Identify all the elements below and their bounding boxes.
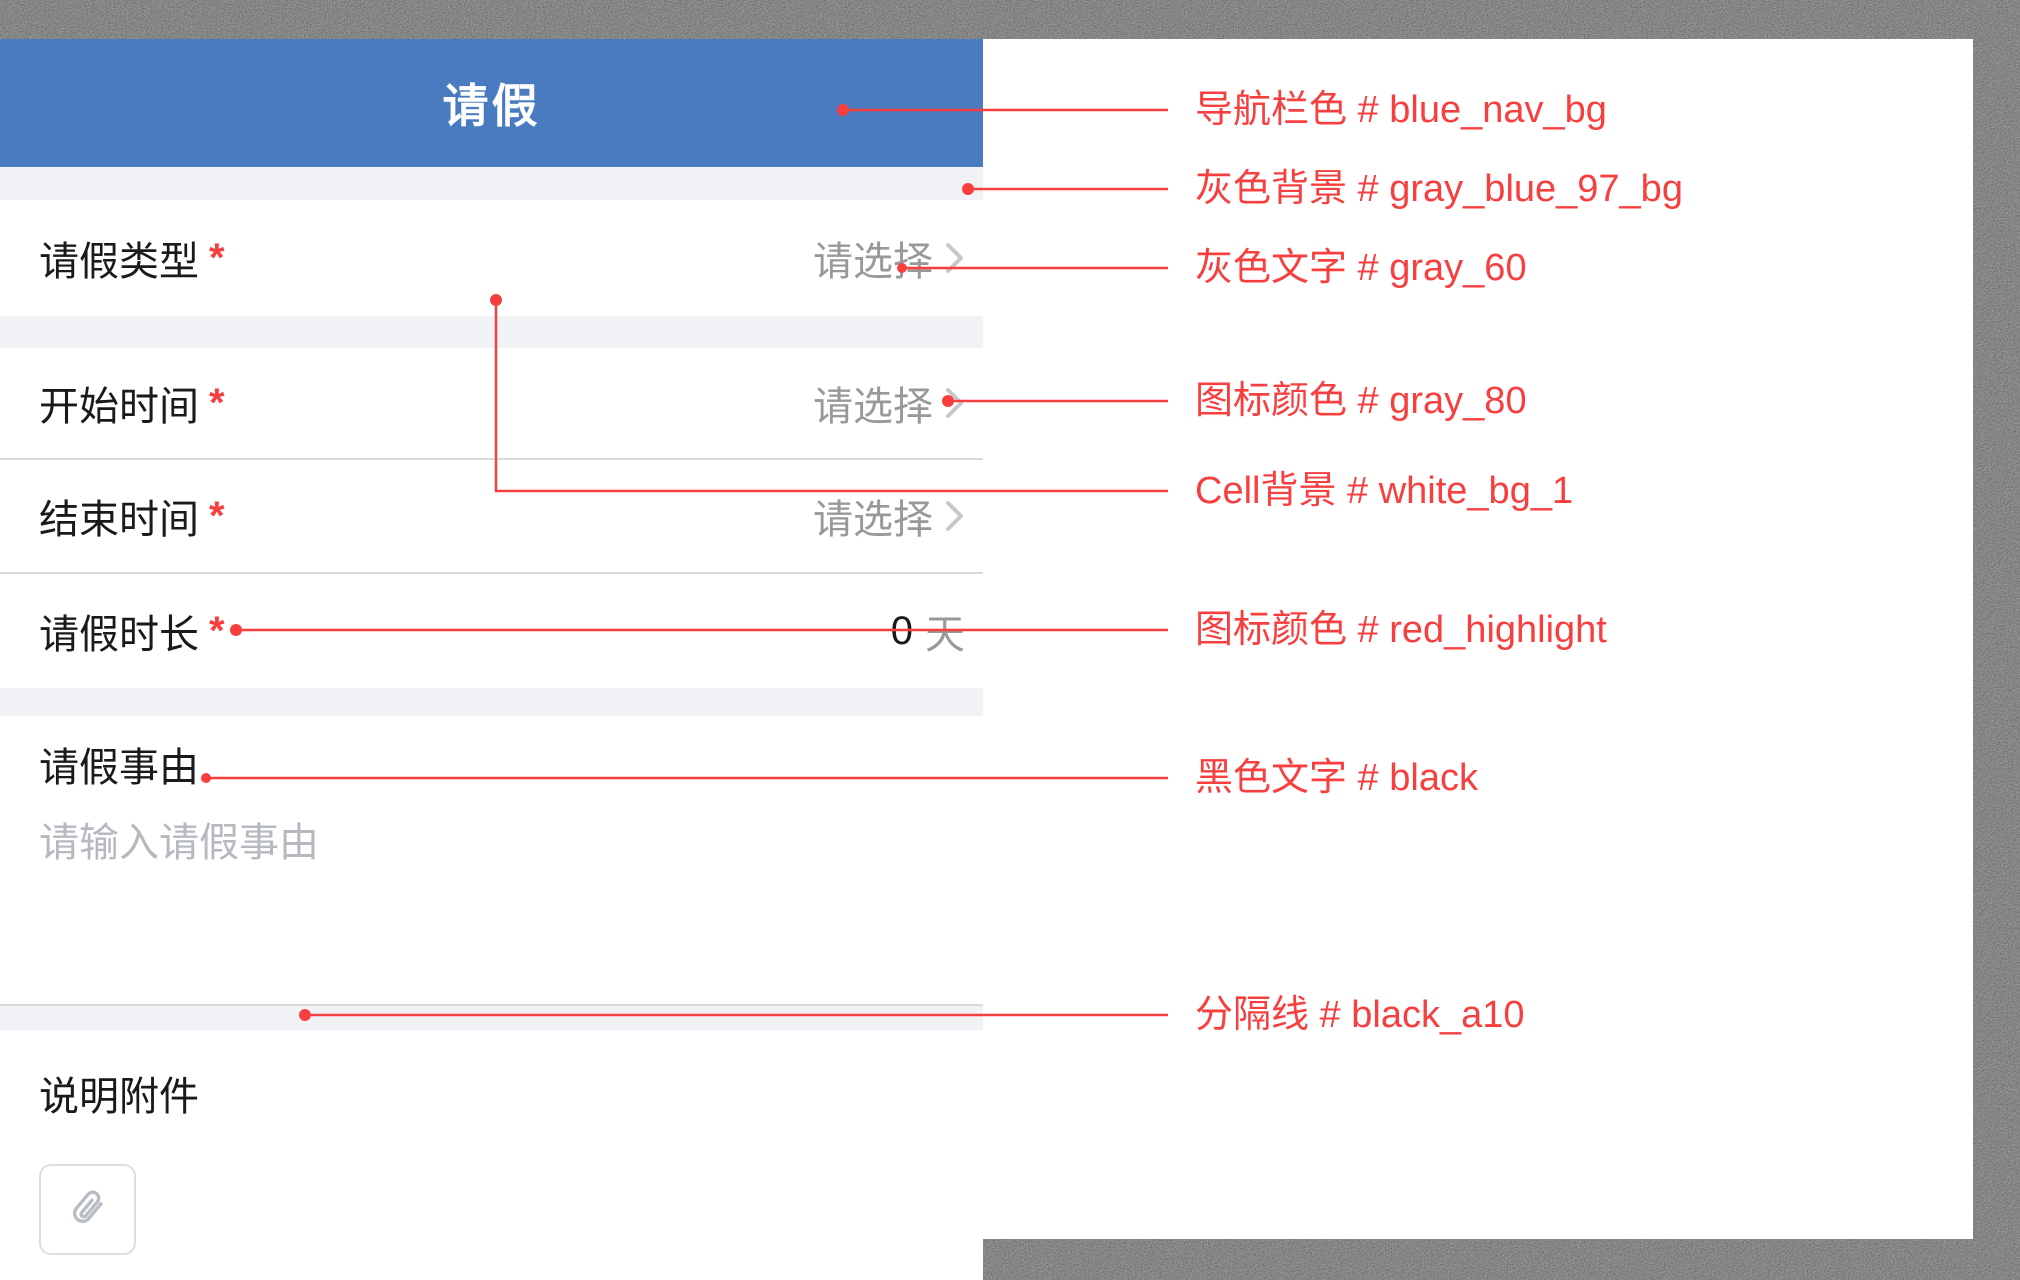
reason-section: 请假事由 <box>0 716 983 1004</box>
annotation-red-highlight: 图标颜色 # red_highlight <box>1195 609 1607 651</box>
annotation-blue-nav-bg: 导航栏色 # blue_nav_bg <box>1195 89 1607 131</box>
paperclip-icon <box>72 1190 103 1223</box>
section-gap <box>0 688 983 716</box>
reason-label: 请假事由 <box>39 746 199 790</box>
form-row-start-time[interactable]: 开始时间 * 请选择 <box>0 348 983 458</box>
cell-divider <box>0 572 983 574</box>
page-title: 请假 <box>442 80 541 132</box>
cell-divider <box>0 458 983 460</box>
nav-bar: 请假 <box>0 39 983 167</box>
chevron-right-icon <box>946 243 963 273</box>
row-placeholder-value: 请选择 <box>813 385 933 429</box>
annotation-black-a10: 分隔线 # black_a10 <box>1195 994 1525 1036</box>
leave-request-app-mockup: 请假 请假类型 * 请选择 开始时间 * 请选择 结束时间 * 请选择 <box>0 39 983 1280</box>
form-row-leave-type[interactable]: 请假类型 * 请选择 <box>0 200 983 316</box>
chevron-right-icon <box>946 388 963 418</box>
add-attachment-button[interactable] <box>39 1164 136 1255</box>
required-asterisk: * <box>209 380 225 425</box>
reason-input[interactable] <box>39 810 944 980</box>
row-label: 开始时间 <box>39 385 199 429</box>
row-placeholder-value: 请选择 <box>813 498 933 542</box>
annotation-black: 黑色文字 # black <box>1195 757 1478 799</box>
duration-unit: 天 <box>925 613 965 657</box>
attachment-section: 说明附件 <box>0 1030 983 1280</box>
annotation-gray-blue-97-bg: 灰色背景 # gray_blue_97_bg <box>1195 168 1683 210</box>
section-divider <box>0 1004 983 1030</box>
annotation-gray-60: 灰色文字 # gray_60 <box>1195 247 1527 289</box>
row-placeholder-value: 请选择 <box>813 240 933 284</box>
required-asterisk: * <box>209 493 225 538</box>
annotation-white-bg-1: Cell背景 # white_bg_1 <box>1195 470 1574 512</box>
annotation-panel <box>983 39 1973 1239</box>
attachment-label: 说明附件 <box>39 1075 199 1119</box>
row-label: 请假类型 <box>39 240 199 284</box>
section-gap <box>0 167 983 200</box>
required-asterisk: * <box>209 608 225 653</box>
chevron-right-icon <box>946 501 963 531</box>
form-row-leave-duration: 请假时长 * 0 天 <box>0 574 983 688</box>
section-gap <box>0 316 983 348</box>
required-asterisk: * <box>209 235 225 280</box>
duration-value: 0 <box>890 608 913 653</box>
form-row-end-time[interactable]: 结束时间 * 请选择 <box>0 460 983 572</box>
row-label: 结束时间 <box>39 498 199 542</box>
row-label: 请假时长 <box>39 613 199 657</box>
annotation-gray-80: 图标颜色 # gray_80 <box>1195 380 1527 422</box>
